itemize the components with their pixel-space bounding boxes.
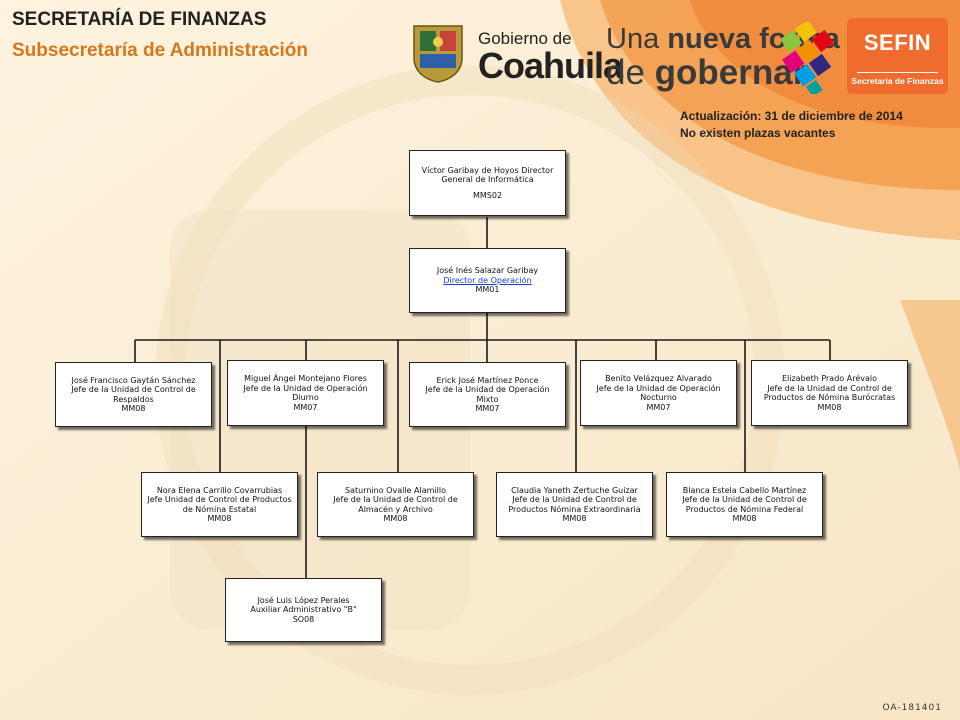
- slogan-gobernar: gobernar: [654, 53, 807, 92]
- document-code: OA-181401: [882, 703, 942, 713]
- org-title: Jefe de la Unidad de Operación Diurno: [243, 383, 368, 403]
- org-code: MM07: [293, 402, 318, 412]
- org-name: Miguel Ángel Montejano Flores: [244, 374, 367, 383]
- page-subtitle: Subsecretaría de Administración: [12, 40, 309, 61]
- org-name: Elizabeth Prado Arévalo: [781, 374, 877, 383]
- org-code: SO08: [292, 614, 315, 624]
- org-box-operacion-mixto: Erick José Martínez Ponce Jefe de la Uni…: [409, 362, 566, 427]
- org-name: Benito Velázquez Alvarado: [605, 374, 712, 383]
- gobierno-de-text: Gobierno de: [478, 29, 572, 48]
- org-code: MM08: [207, 514, 232, 523]
- org-title: Jefe de la Unidad de Control de Producto…: [508, 495, 641, 514]
- org-name: José Luis López Perales: [257, 595, 350, 605]
- org-title: Jefe Unidad de Control de Productos de N…: [147, 495, 292, 514]
- org-name: Nora Elena Carrillo Covarrubias: [156, 485, 283, 495]
- sefin-divider: [857, 72, 938, 73]
- org-code: MMS02: [472, 190, 503, 200]
- org-title: Jefe de la Unidad de Control de Producto…: [763, 383, 896, 403]
- org-box-nomina-burocratas: Elizabeth Prado Arévalo Jefe de la Unida…: [751, 360, 908, 426]
- org-title: Jefe de la Unidad de Control de Respaldo…: [71, 385, 196, 404]
- sefin-text: SEFIN: [863, 30, 932, 55]
- update-date: Actualización: 31 de diciembre de 2014: [680, 109, 903, 123]
- color-mosaic-icon: [779, 22, 834, 94]
- slogan-una: Una: [606, 23, 660, 55]
- org-code: MM01: [475, 285, 500, 295]
- org-box-auxiliar-administrativo: José Luis López Perales Auxiliar Adminis…: [225, 578, 382, 642]
- update-info: Actualización: 31 de diciembre de 2014 N…: [680, 108, 903, 142]
- org-title: General de Informática: [441, 175, 534, 185]
- org-box-operacion-nocturno: Benito Velázquez Alvarado Jefe de la Uni…: [580, 360, 737, 426]
- org-code: MM07: [646, 402, 671, 412]
- slogan-de: de: [606, 53, 645, 92]
- org-title: Jefe de la Unidad de Control de Almacén …: [333, 495, 458, 514]
- org-name: José Inés Salazar Garibay: [436, 266, 539, 276]
- vacancy-note: No existen plazas vacantes: [680, 126, 836, 140]
- director-operacion-link[interactable]: Director de Operación: [443, 275, 532, 285]
- org-title: Jefe de la Unidad de Control de Producto…: [682, 495, 807, 514]
- org-title: Jefe de la Unidad de Operación Mixto: [425, 385, 550, 404]
- org-box-nomina-estatal: Nora Elena Carrillo Covarrubias Jefe Uni…: [141, 472, 298, 537]
- org-name: José Francisco Gaytán Sánchez: [71, 375, 196, 385]
- org-box-control-respaldos: José Francisco Gaytán Sánchez Jefe de la…: [55, 362, 212, 427]
- org-name: Erick José Martínez Ponce: [436, 375, 539, 385]
- org-title: Auxiliar Administrativo "B": [250, 605, 357, 615]
- org-code: MM08: [121, 404, 146, 413]
- org-name: Víctor Garibay de Hoyos Director: [421, 165, 554, 175]
- org-name: Blanca Estela Cabello Martínez: [682, 485, 807, 495]
- org-code: MM08: [817, 402, 842, 412]
- org-box-nomina-federal: Blanca Estela Cabello Martínez Jefe de l…: [666, 472, 823, 537]
- sefin-subtext: Secretaría de Finanzas: [851, 76, 944, 86]
- org-title: Jefe de la Unidad de Operación Nocturno: [596, 383, 721, 403]
- org-code: MM08: [383, 514, 408, 523]
- page-title: SECRETARÍA DE FINANZAS: [12, 9, 267, 30]
- org-box-almacen-archivo: Saturnino Ovalle Alamillo Jefe de la Uni…: [317, 472, 474, 537]
- org-box-operacion-diurno: Miguel Ángel Montejano Flores Jefe de la…: [227, 360, 384, 426]
- org-code: MM08: [732, 514, 757, 523]
- org-box-director-general: Víctor Garibay de Hoyos Director General…: [409, 150, 566, 216]
- org-code: MM08: [562, 514, 587, 523]
- org-box-nomina-extraordinaria: Claudia Yaneth Zertuche Guizar Jefe de l…: [496, 472, 653, 537]
- coahuila-text: Coahuila: [478, 45, 623, 86]
- org-name: Claudia Yaneth Zertuche Guizar: [511, 485, 638, 495]
- org-code: MM07: [475, 404, 500, 413]
- org-name: Saturnino Ovalle Alamillo: [345, 485, 446, 495]
- coahuila-seal-icon: [413, 25, 463, 83]
- sefin-logo: SEFIN Secretaría de Finanzas: [847, 18, 948, 94]
- gobierno-coahuila-logo: Gobierno de Coahuila: [478, 29, 623, 86]
- org-box-director-operacion: José Inés Salazar Garibay Director de Op…: [409, 248, 566, 313]
